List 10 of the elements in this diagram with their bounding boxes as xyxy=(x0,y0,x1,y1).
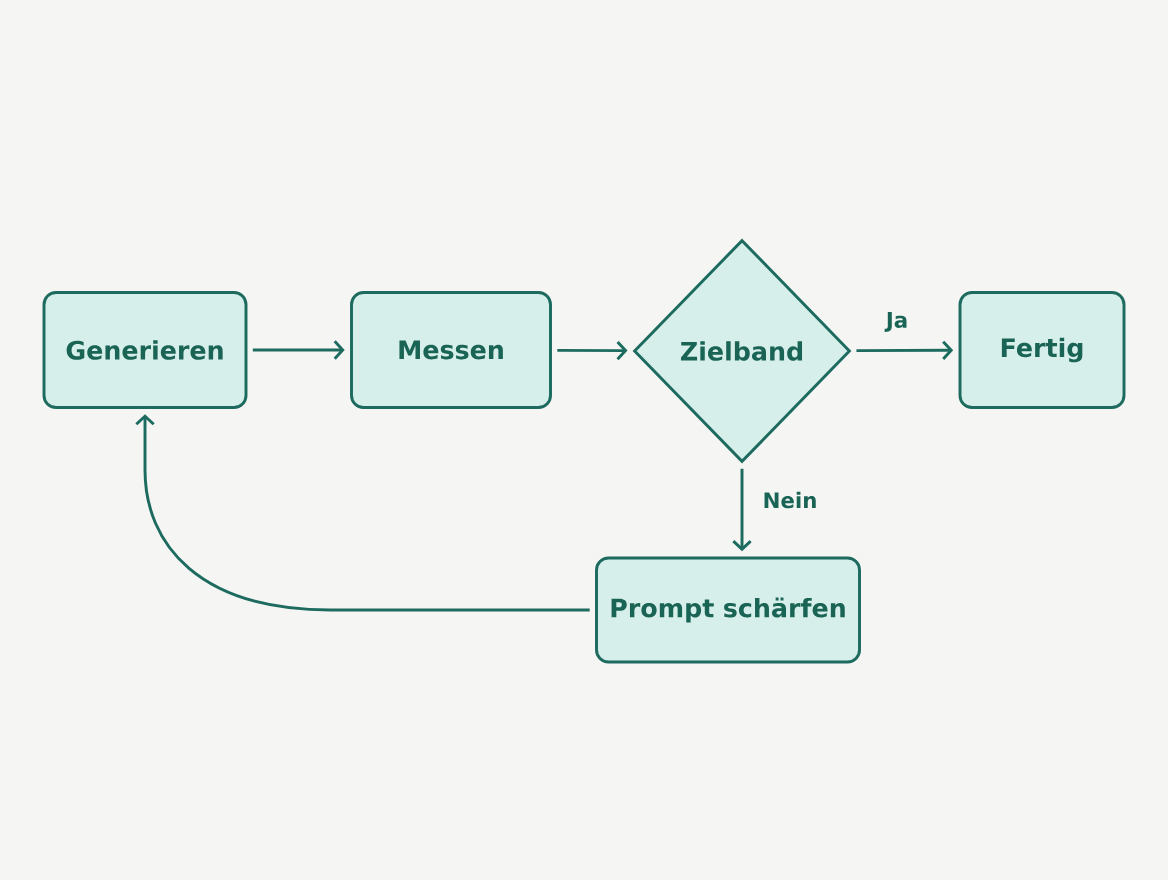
process-box: Fertig xyxy=(958,291,1126,409)
edge-label: Nein xyxy=(761,490,819,510)
process-box: Generieren xyxy=(42,291,248,409)
process-box: Prompt schärfen xyxy=(595,556,861,664)
process-box: Messen xyxy=(350,291,552,409)
arrow xyxy=(732,468,752,552)
arrow xyxy=(252,340,345,360)
arrow xyxy=(135,414,590,612)
arrow xyxy=(557,340,628,361)
arrow xyxy=(856,340,954,360)
